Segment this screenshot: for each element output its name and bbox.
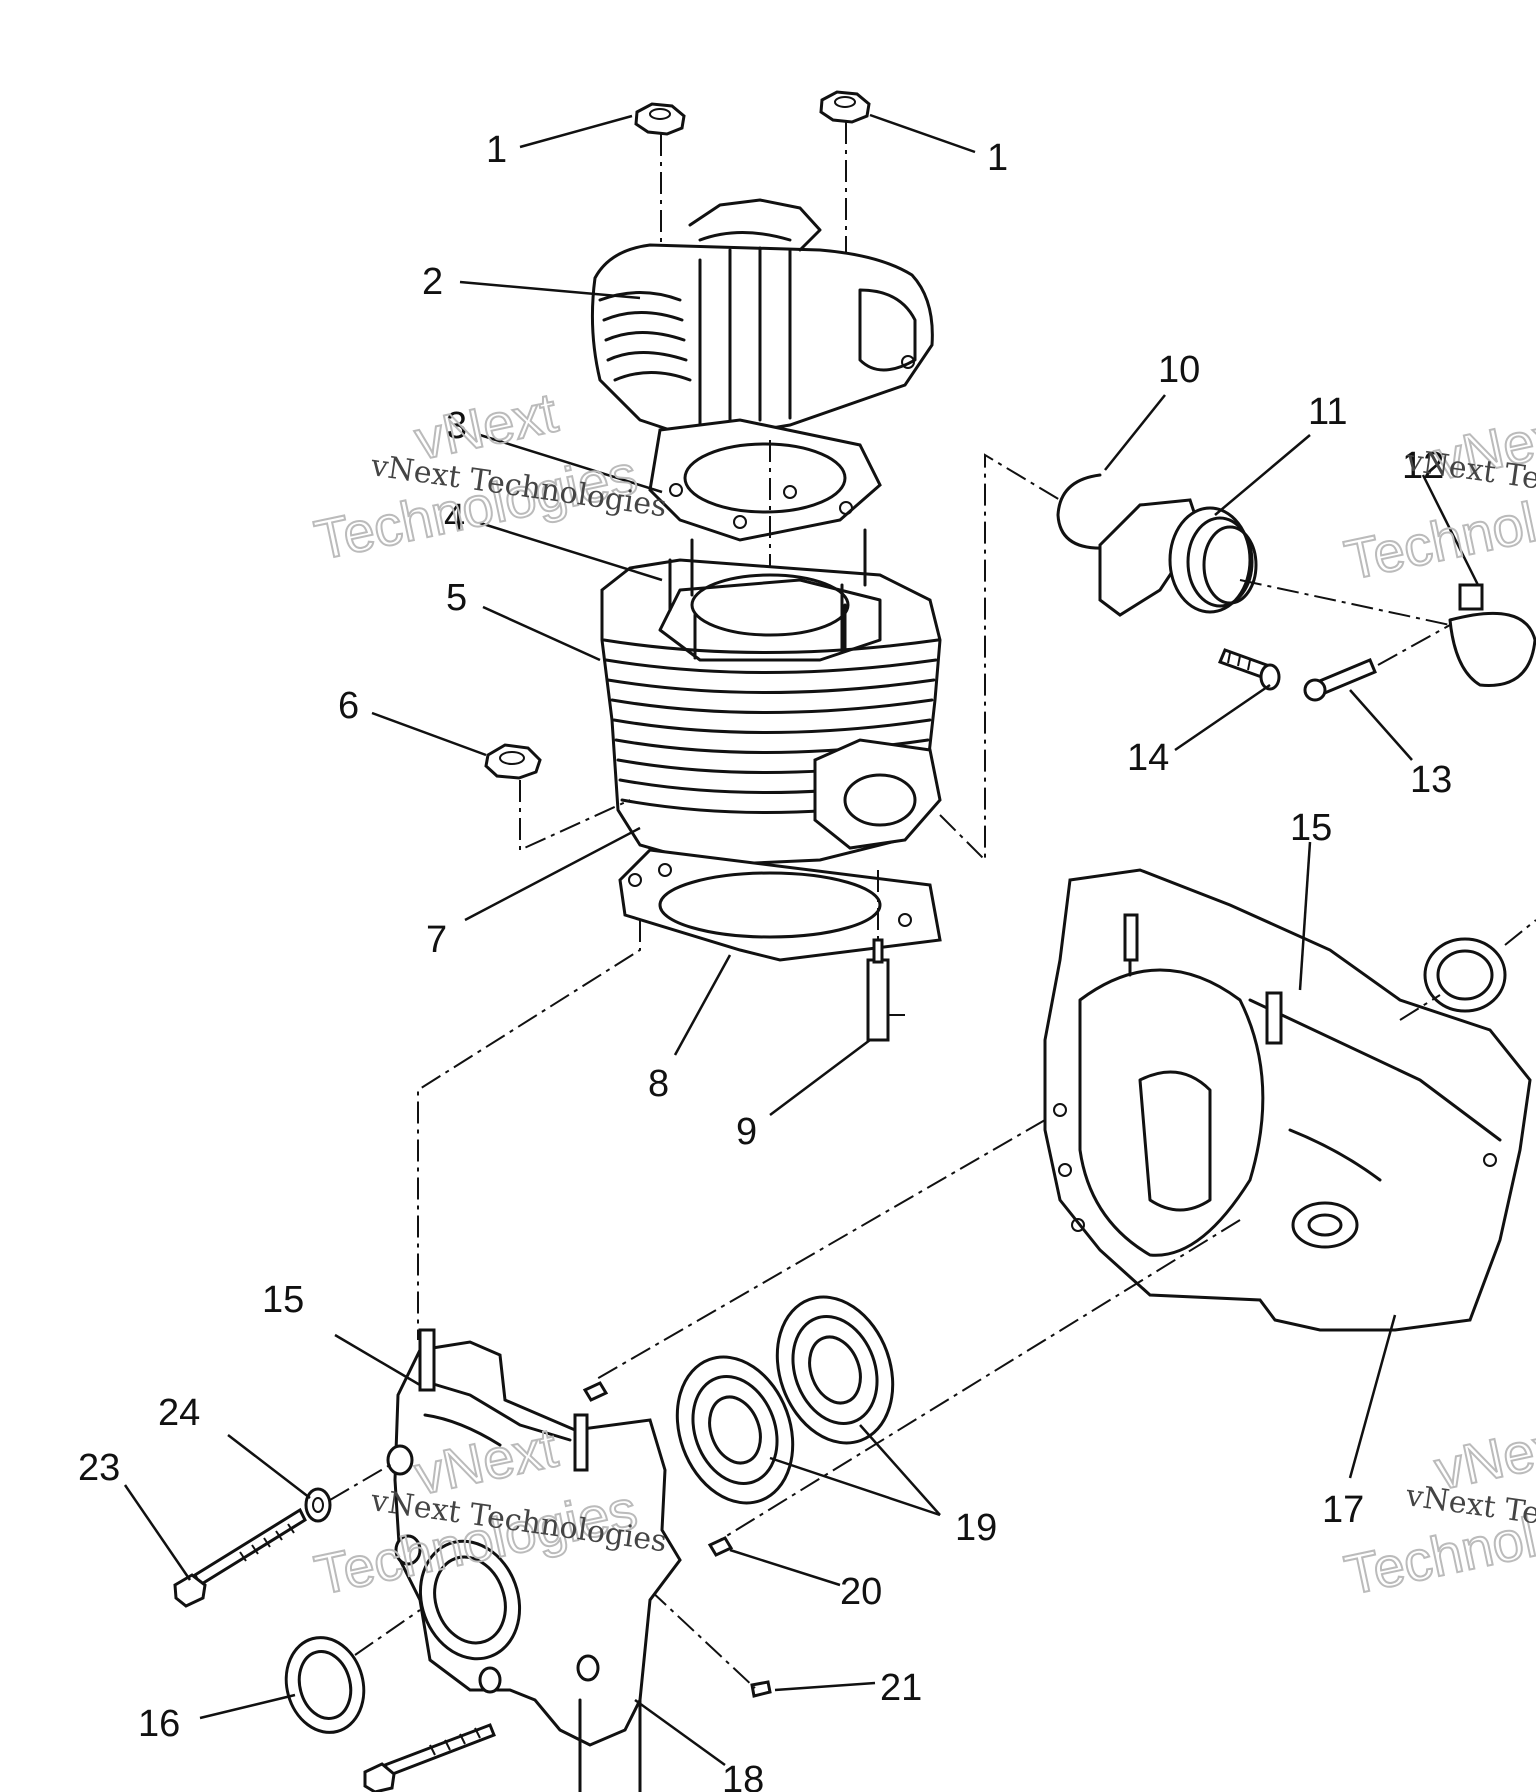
callout-12: 12 [1402,445,1444,487]
callout-14: 14 [1127,737,1169,779]
callout-8: 8 [648,1063,669,1105]
crankcase-bolt-23 [173,1507,307,1608]
dowel-pin-top [582,1381,609,1402]
cylinder-nut [484,743,542,780]
left-oil-seal [284,1636,366,1734]
callout-23: 23 [78,1447,120,1489]
watermark-center-top: vNext Technologies vNext Technologies [308,379,668,572]
head-nut-right [819,90,871,124]
callout-9: 9 [736,1111,757,1153]
callout-1a: 1 [486,129,507,171]
callout-4: 4 [444,497,465,539]
callout-3: 3 [446,405,467,447]
washer [304,1487,332,1523]
callout-16: 16 [138,1703,180,1745]
callout-10: 10 [1158,349,1200,391]
cylinder-head [590,198,934,442]
callout-19: 19 [955,1507,997,1549]
crankcase-bolt-bottom [363,1723,496,1792]
intake-screw [1218,648,1281,691]
callout-13: 13 [1410,759,1452,801]
head-gasket [648,418,882,542]
callout-11: 11 [1308,391,1347,433]
callout-15a: 15 [1290,807,1332,849]
callout-18: 18 [722,1759,764,1792]
right-oil-seal [1423,937,1507,1013]
dowel-pin-20 [707,1536,734,1557]
exhaust-port [813,738,942,850]
callout-24: 24 [158,1392,200,1434]
callout-20: 20 [840,1571,882,1613]
callout-7: 7 [426,919,447,961]
callout-5: 5 [446,577,467,619]
callout-21: 21 [880,1667,922,1709]
intake-o-ring [1056,473,1107,550]
base-gasket [618,848,942,962]
left-crankcase-half [386,1328,682,1792]
watermark-right-top: vNext Technologies vNext Technologies [1338,399,1536,592]
callout-17: 17 [1322,1489,1364,1531]
main-bearing-left [675,1355,795,1505]
callout-1b: 1 [987,137,1008,179]
pulse-fitting [866,938,905,1042]
callout-15b: 15 [262,1279,304,1321]
dowel-pin-21 [750,1680,772,1698]
callout-6: 6 [338,685,359,727]
leader-lines [123,113,1480,1767]
clamp-screw [1303,658,1377,702]
callout-2: 2 [422,261,443,303]
right-crankcase-half [1043,868,1532,1332]
head-nut-left [634,102,686,136]
intake-manifold [1098,498,1258,617]
main-bearing-right [775,1295,895,1445]
hose-clamp [1448,583,1536,687]
watermark-right-bottom: vNext Technologies vNext Technologies [1338,1409,1536,1607]
